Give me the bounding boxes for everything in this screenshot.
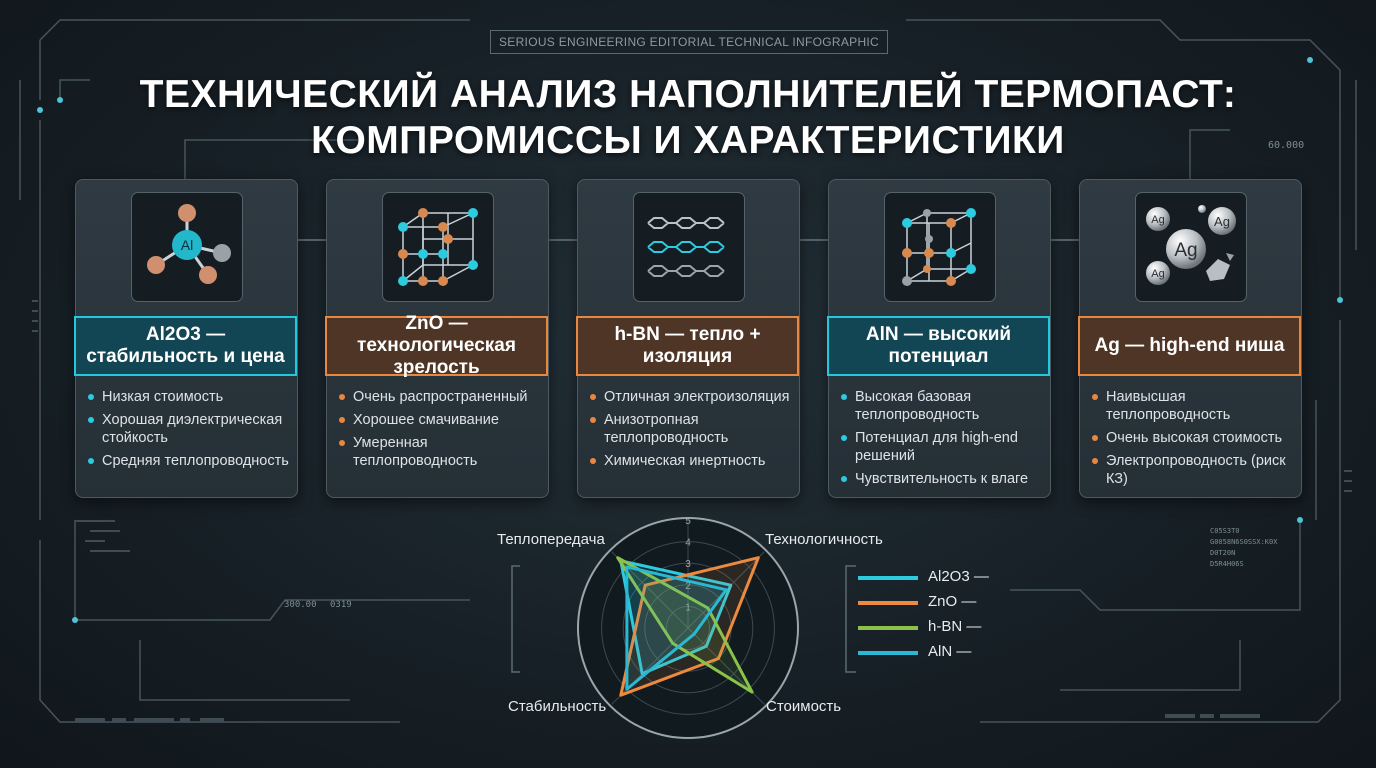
legend-swatch [858, 651, 918, 655]
page-title: ТЕХНИЧЕСКИЙ АНАЛИЗ НАПОЛНИТЕЛЕЙ ТЕРМОПАС… [100, 72, 1276, 164]
bullet-item: Химическая инертность [588, 452, 798, 470]
bullet-item: Высокая базовая теплопроводность [839, 388, 1049, 424]
card-bullets: Наивысшая теплопроводность Очень высокая… [1090, 388, 1300, 493]
title-line-1: ТЕХНИЧЕСКИЙ АНАЛИЗ НАПОЛНИТЕЛЕЙ ТЕРМОПАС… [139, 73, 1237, 116]
hud-readout-left-a: 300.00 [284, 600, 317, 610]
bullet-item: Очень распространенный [337, 388, 547, 406]
radar-series-polygon [625, 565, 728, 691]
axis-label-cost: Стоимость [766, 698, 842, 715]
hud-right-line: G0058N6S0SSX:K0X [1210, 538, 1278, 546]
ag-silver-particles-icon: Ag Ag Ag Ag [1135, 192, 1247, 302]
hud-right-line: D0T20N [1210, 549, 1236, 557]
hud-readout-left-b: 0319 [330, 600, 352, 610]
bullet-item: Чувствительность к влаге [839, 470, 1049, 488]
card-title: ZnO — технологическая зрелость [325, 313, 548, 378]
legend-item: Al2O3 — [846, 566, 996, 591]
svg-text:Ag: Ag [1174, 240, 1197, 261]
bullet-item: Отличная электроизоляция [588, 388, 798, 406]
card-al2o3: Al Al2O3 — стабильность и цена Низкая ст… [74, 179, 298, 498]
svg-text:Ag: Ag [1151, 268, 1164, 280]
chart-legend: Al2O3 — ZnO — h-BN — AlN — [846, 566, 996, 672]
svg-text:Ag: Ag [1151, 214, 1164, 226]
svg-text:Al: Al [181, 237, 193, 253]
axis-label-stability: Стабильность [508, 698, 607, 715]
card-hbn: h-BN — тепло + изоляция Отличная электро… [576, 179, 800, 498]
radar-tick-label: 1 [685, 602, 691, 613]
card-bullets: Очень распространенный Хорошее смачивани… [337, 388, 547, 475]
title-line-2: КОМПРОМИССЫ И ХАРАКТЕРИСТИКИ [311, 119, 1065, 162]
legend-swatch [858, 576, 918, 580]
bullet-item: Очень высокая стоимость [1090, 429, 1300, 447]
bullet-item: Электропроводность (риск КЗ) [1090, 452, 1300, 488]
hud-right-line: D5R4H06S [1210, 560, 1244, 568]
legend-item: ZnO — [846, 591, 996, 616]
axis-label-manufacturability: Технологичность [765, 531, 883, 548]
al2o3-molecule-icon: Al [131, 192, 243, 302]
card-bullets: Высокая базовая теплопроводность Потенци… [839, 388, 1049, 493]
radar-tick-label: 2 [685, 581, 691, 592]
legend-label: AlN — [928, 643, 972, 660]
radar-tick-label: 5 [685, 516, 691, 527]
legend-label: ZnO — [928, 593, 977, 610]
axis-label-heat-transfer: Теплопередача [497, 531, 605, 548]
bullet-item: Низкая стоимость [86, 388, 296, 406]
hud-right-line: C05S3T0 [1210, 527, 1240, 535]
bullet-item: Потенциал для high-end решений [839, 429, 1049, 465]
legend-item: AlN — [846, 641, 996, 666]
hud-readout-right: C05S3T0 G0058N6S0SSX:K0X D0T20N D5R4H06S [1210, 526, 1277, 570]
svg-text:Ag: Ag [1214, 214, 1230, 229]
bullet-item: Средняя теплопроводность [86, 452, 296, 470]
bullet-item: Наивысшая теплопроводность [1090, 388, 1300, 424]
zno-crystal-lattice-icon [382, 192, 494, 302]
radar-spoke [611, 551, 689, 629]
card-title: Ag — high-end ниша [1078, 316, 1301, 376]
radar-chart: 1 2 3 4 5 [577, 516, 799, 739]
card-zno: ZnO — технологическая зрелость Очень рас… [325, 179, 549, 498]
card-title: h-BN — тепло + изоляция [576, 316, 799, 376]
card-bullets: Отличная электроизоляция Анизотропная те… [588, 388, 798, 475]
card-title: Al2O3 — стабильность и цена [74, 316, 297, 376]
hud-readout-top-right: 60.000 [1268, 140, 1305, 151]
legend-label: h-BN — [928, 618, 982, 635]
radar-series-polygon [616, 556, 754, 694]
bullet-item: Умеренная теплопроводность [337, 434, 547, 470]
header-tagline: SERIOUS ENGINEERING EDITORIAL TECHNICAL … [490, 30, 888, 54]
card-ag: Ag Ag Ag Ag Ag — high-end ниша Наивысшая… [1078, 179, 1302, 498]
legend-swatch [858, 601, 918, 605]
card-aln: AlN — высокий потенциал Высокая базовая … [827, 179, 1051, 498]
legend-item: h-BN — [846, 616, 996, 641]
hbn-layered-sheets-icon [633, 192, 745, 302]
aln-crystal-lattice-icon [884, 192, 996, 302]
bullet-item: Хорошая диэлектрическая стойкость [86, 411, 296, 447]
radar-tick-label: 3 [685, 559, 691, 570]
legend-label: Al2O3 — [928, 568, 989, 585]
radar-spoke [611, 627, 689, 705]
bullet-item: Анизотропная теплопроводность [588, 411, 798, 447]
legend-swatch [858, 626, 918, 630]
radar-tick-label: 4 [685, 538, 691, 549]
card-bullets: Низкая стоимость Хорошая диэлектрическая… [86, 388, 296, 475]
card-title: AlN — высокий потенциал [827, 316, 1050, 376]
bullet-item: Хорошее смачивание [337, 411, 547, 429]
